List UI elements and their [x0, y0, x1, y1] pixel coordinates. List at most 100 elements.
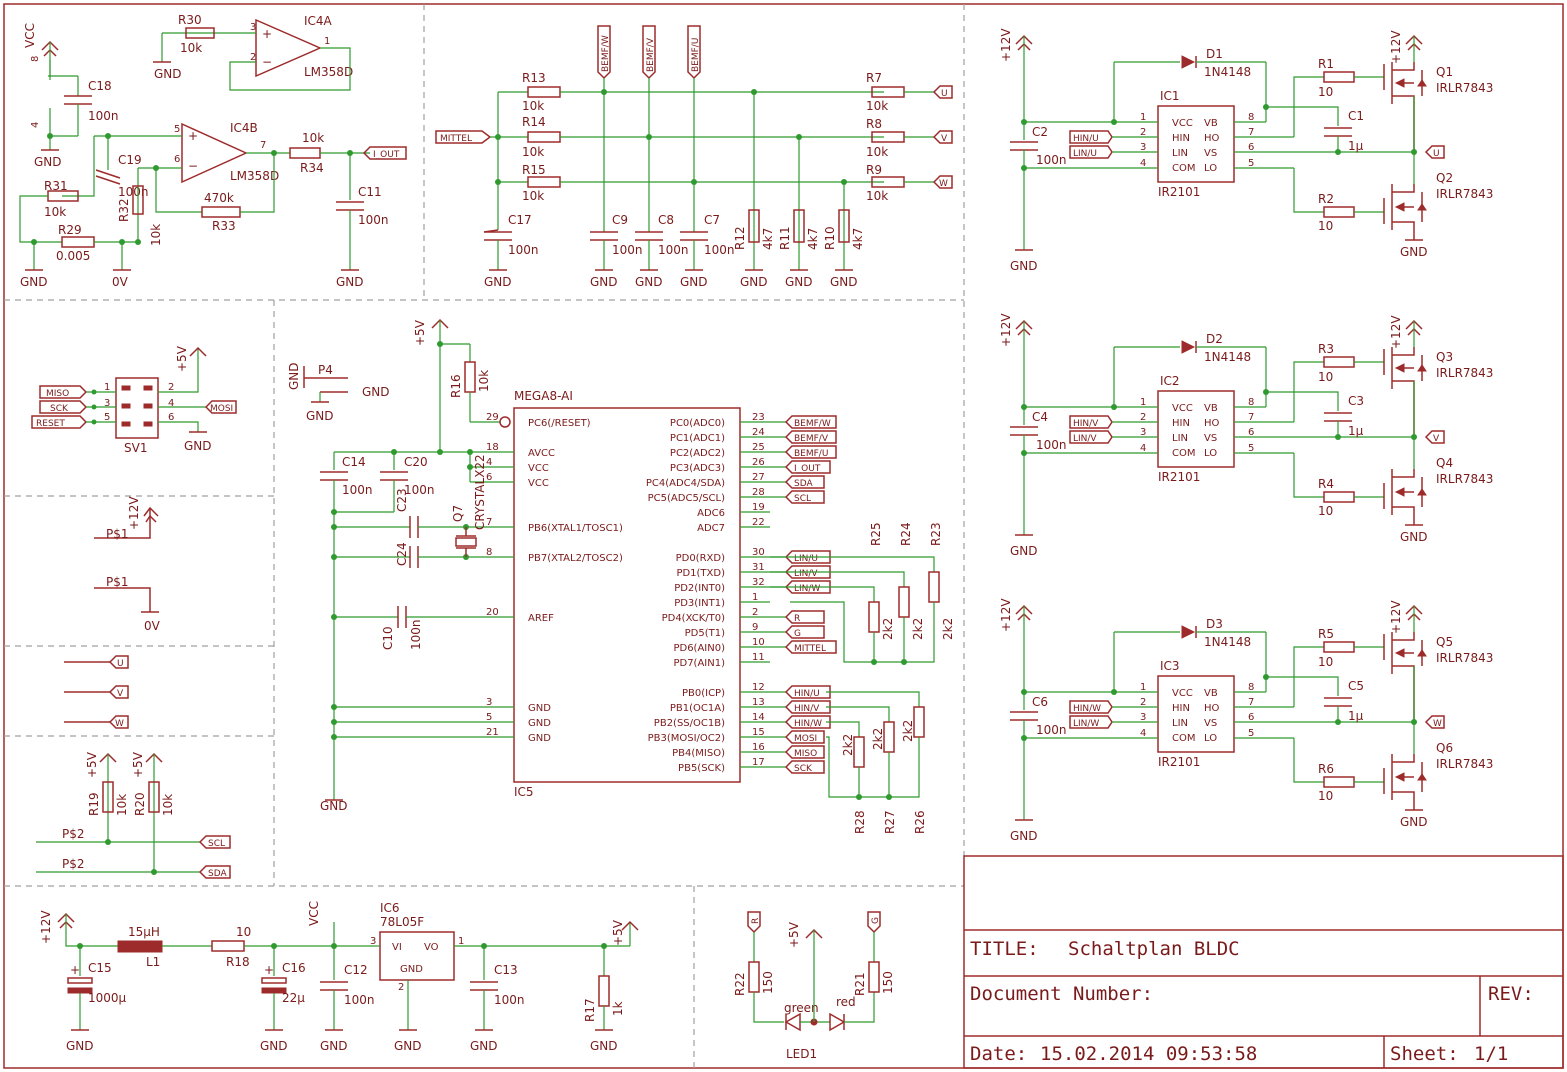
ic6-label: IC6	[380, 901, 400, 915]
mcu-right-pin-label: ADC7	[697, 523, 725, 534]
bemf-u-tag: BEMF/U	[691, 38, 701, 72]
mcu-right-pin-number: 15	[752, 727, 765, 738]
svg-text:IR2101: IR2101	[1158, 185, 1200, 199]
mcu-right-pin-label: PD7(AIN1)	[673, 658, 725, 669]
ps1a-label: P$1	[106, 527, 129, 541]
sv1-gnd-label: GND	[184, 439, 212, 453]
c18-label: C18	[88, 79, 112, 93]
gnd-label-h: GND	[680, 275, 708, 289]
ic4a-label: IC4A	[304, 14, 333, 28]
svg-text:3: 3	[1140, 712, 1146, 723]
svg-text:COM: COM	[1172, 163, 1195, 174]
svg-text:10: 10	[1318, 85, 1333, 99]
net-tag	[784, 610, 825, 624]
net-tag	[784, 415, 837, 429]
r21-label: R21	[853, 972, 867, 996]
svg-text:LIN/V: LIN/V	[1073, 434, 1097, 444]
svg-text:R5: R5	[1318, 627, 1334, 641]
mcu-right-pin-label: PB0(ICP)	[682, 688, 725, 699]
svg-text:1N4148: 1N4148	[1204, 65, 1251, 79]
bemf-section: MITTEL R13 10k R14 10k R15 10k C17 100n …	[435, 25, 953, 289]
net-tag-label: G	[794, 629, 801, 639]
svg-text:100n: 100n	[1036, 438, 1067, 452]
ic4b-label: IC4B	[230, 121, 258, 135]
r17-value: 1k	[611, 1001, 625, 1016]
u-tag-left: U	[117, 659, 124, 669]
r26-value: 2k2	[901, 720, 915, 742]
mcu-right-pin-number: 26	[752, 457, 765, 468]
gnd-label-d: GND	[336, 275, 364, 289]
c16-value: 22µ	[282, 991, 305, 1005]
svg-text:R1: R1	[1318, 57, 1334, 71]
svg-text:4: 4	[1140, 443, 1146, 454]
svg-text:5: 5	[174, 124, 180, 135]
r20-value: 10k	[161, 794, 175, 816]
svg-text:C1: C1	[1348, 109, 1364, 123]
svg-text:5: 5	[1248, 443, 1254, 454]
mcu-left-pin-label: PB7(XTAL2/TOSC2)	[528, 553, 623, 564]
svg-text:2: 2	[250, 52, 256, 63]
power-supply-section: +12V + C15 1000µ GND 15µH L1 10 R18 + C1…	[39, 901, 639, 1053]
net-tag-label: MITTEL	[794, 644, 826, 654]
mcu-right-pin-number: 31	[752, 562, 765, 573]
p12v-label-power: +12V	[39, 910, 53, 944]
svg-text:VCC: VCC	[1172, 688, 1193, 699]
mcu-right-pin-number: 22	[752, 517, 765, 528]
svg-text:IRLR7843: IRLR7843	[1436, 757, 1493, 771]
svg-text:6: 6	[1248, 712, 1254, 723]
c13-value: 100n	[494, 993, 525, 1007]
u-tag-bemf: U	[941, 89, 948, 99]
svg-text:10: 10	[1318, 789, 1333, 803]
ic4b-part: LM358D	[230, 169, 279, 183]
svg-text:+12V: +12V	[1389, 30, 1403, 64]
document-number-label: Document Number:	[970, 983, 1153, 1005]
r33-value: 470k	[204, 191, 234, 205]
title-label: TITLE:	[970, 938, 1039, 960]
net-tag-label: HIN/U	[794, 689, 820, 699]
mcu-right-pin-number: 10	[752, 637, 765, 648]
l1-label: L1	[146, 955, 160, 969]
svg-text:GND: GND	[1400, 815, 1428, 829]
net-tag-label: SDA	[794, 479, 813, 489]
gnd-label-power-f: GND	[590, 1039, 618, 1053]
r10-value: 4k7	[851, 228, 865, 250]
mcu-right-pin-number: 32	[752, 577, 765, 588]
net-tag-label: HIN/V	[794, 704, 820, 714]
driver-stage-2: +12V C4 100n GND D2 1N4148 HIN/V LIN/V I…	[999, 313, 1493, 558]
mcu-right-pin-label: PC0(ADC0)	[670, 418, 725, 429]
svg-text:4: 4	[30, 122, 41, 128]
mcu-right-pin-label: PD4(XCK/T0)	[662, 613, 725, 624]
svg-text:+12V: +12V	[999, 598, 1013, 632]
net-tag-label: LIN/V	[794, 569, 818, 579]
svg-text:D1: D1	[1206, 47, 1223, 61]
led-section: R R22 150 green red LED1 +5V G R21 150	[733, 911, 895, 1061]
r7-value: 10k	[866, 99, 888, 113]
sheet-label: Sheet:	[1390, 1043, 1459, 1065]
net-tag	[784, 745, 825, 759]
net-tag	[784, 730, 825, 744]
led-r-tag: R	[751, 918, 761, 924]
r16-value: 10k	[477, 370, 491, 392]
mcu-right-pin-label: PD6(AIN0)	[673, 643, 725, 654]
mcu-right-pin-number: 11	[752, 652, 765, 663]
svg-text:LIN/W: LIN/W	[1073, 719, 1099, 729]
svg-text:1: 1	[1140, 112, 1146, 123]
mcu-right-pin-label: PD1(TXD)	[676, 568, 725, 579]
gnd-label-power-d: GND	[394, 1039, 422, 1053]
r17-label: R17	[583, 998, 597, 1022]
mcu-right-pin-label: PD0(RXD)	[676, 553, 725, 564]
mcu-right-pin-label: PD3(INT1)	[674, 598, 725, 609]
c17-value: 100n	[508, 243, 539, 257]
r8-label: R8	[866, 117, 882, 131]
mcu-right-pin-number: 1	[752, 592, 758, 603]
svg-text:4: 4	[168, 398, 174, 409]
c8-value: 100n	[658, 243, 689, 257]
svg-text:6: 6	[1248, 427, 1254, 438]
svg-text:2: 2	[1140, 412, 1146, 423]
net-tag-label: R	[794, 614, 800, 624]
ps1-12v-label: +12V	[127, 496, 141, 530]
svg-text:Q4: Q4	[1436, 456, 1453, 470]
mcu-left-pin-label: GND	[528, 733, 551, 744]
zero-volt-label: 0V	[112, 275, 129, 289]
mittel-tag: MITTEL	[440, 134, 472, 144]
